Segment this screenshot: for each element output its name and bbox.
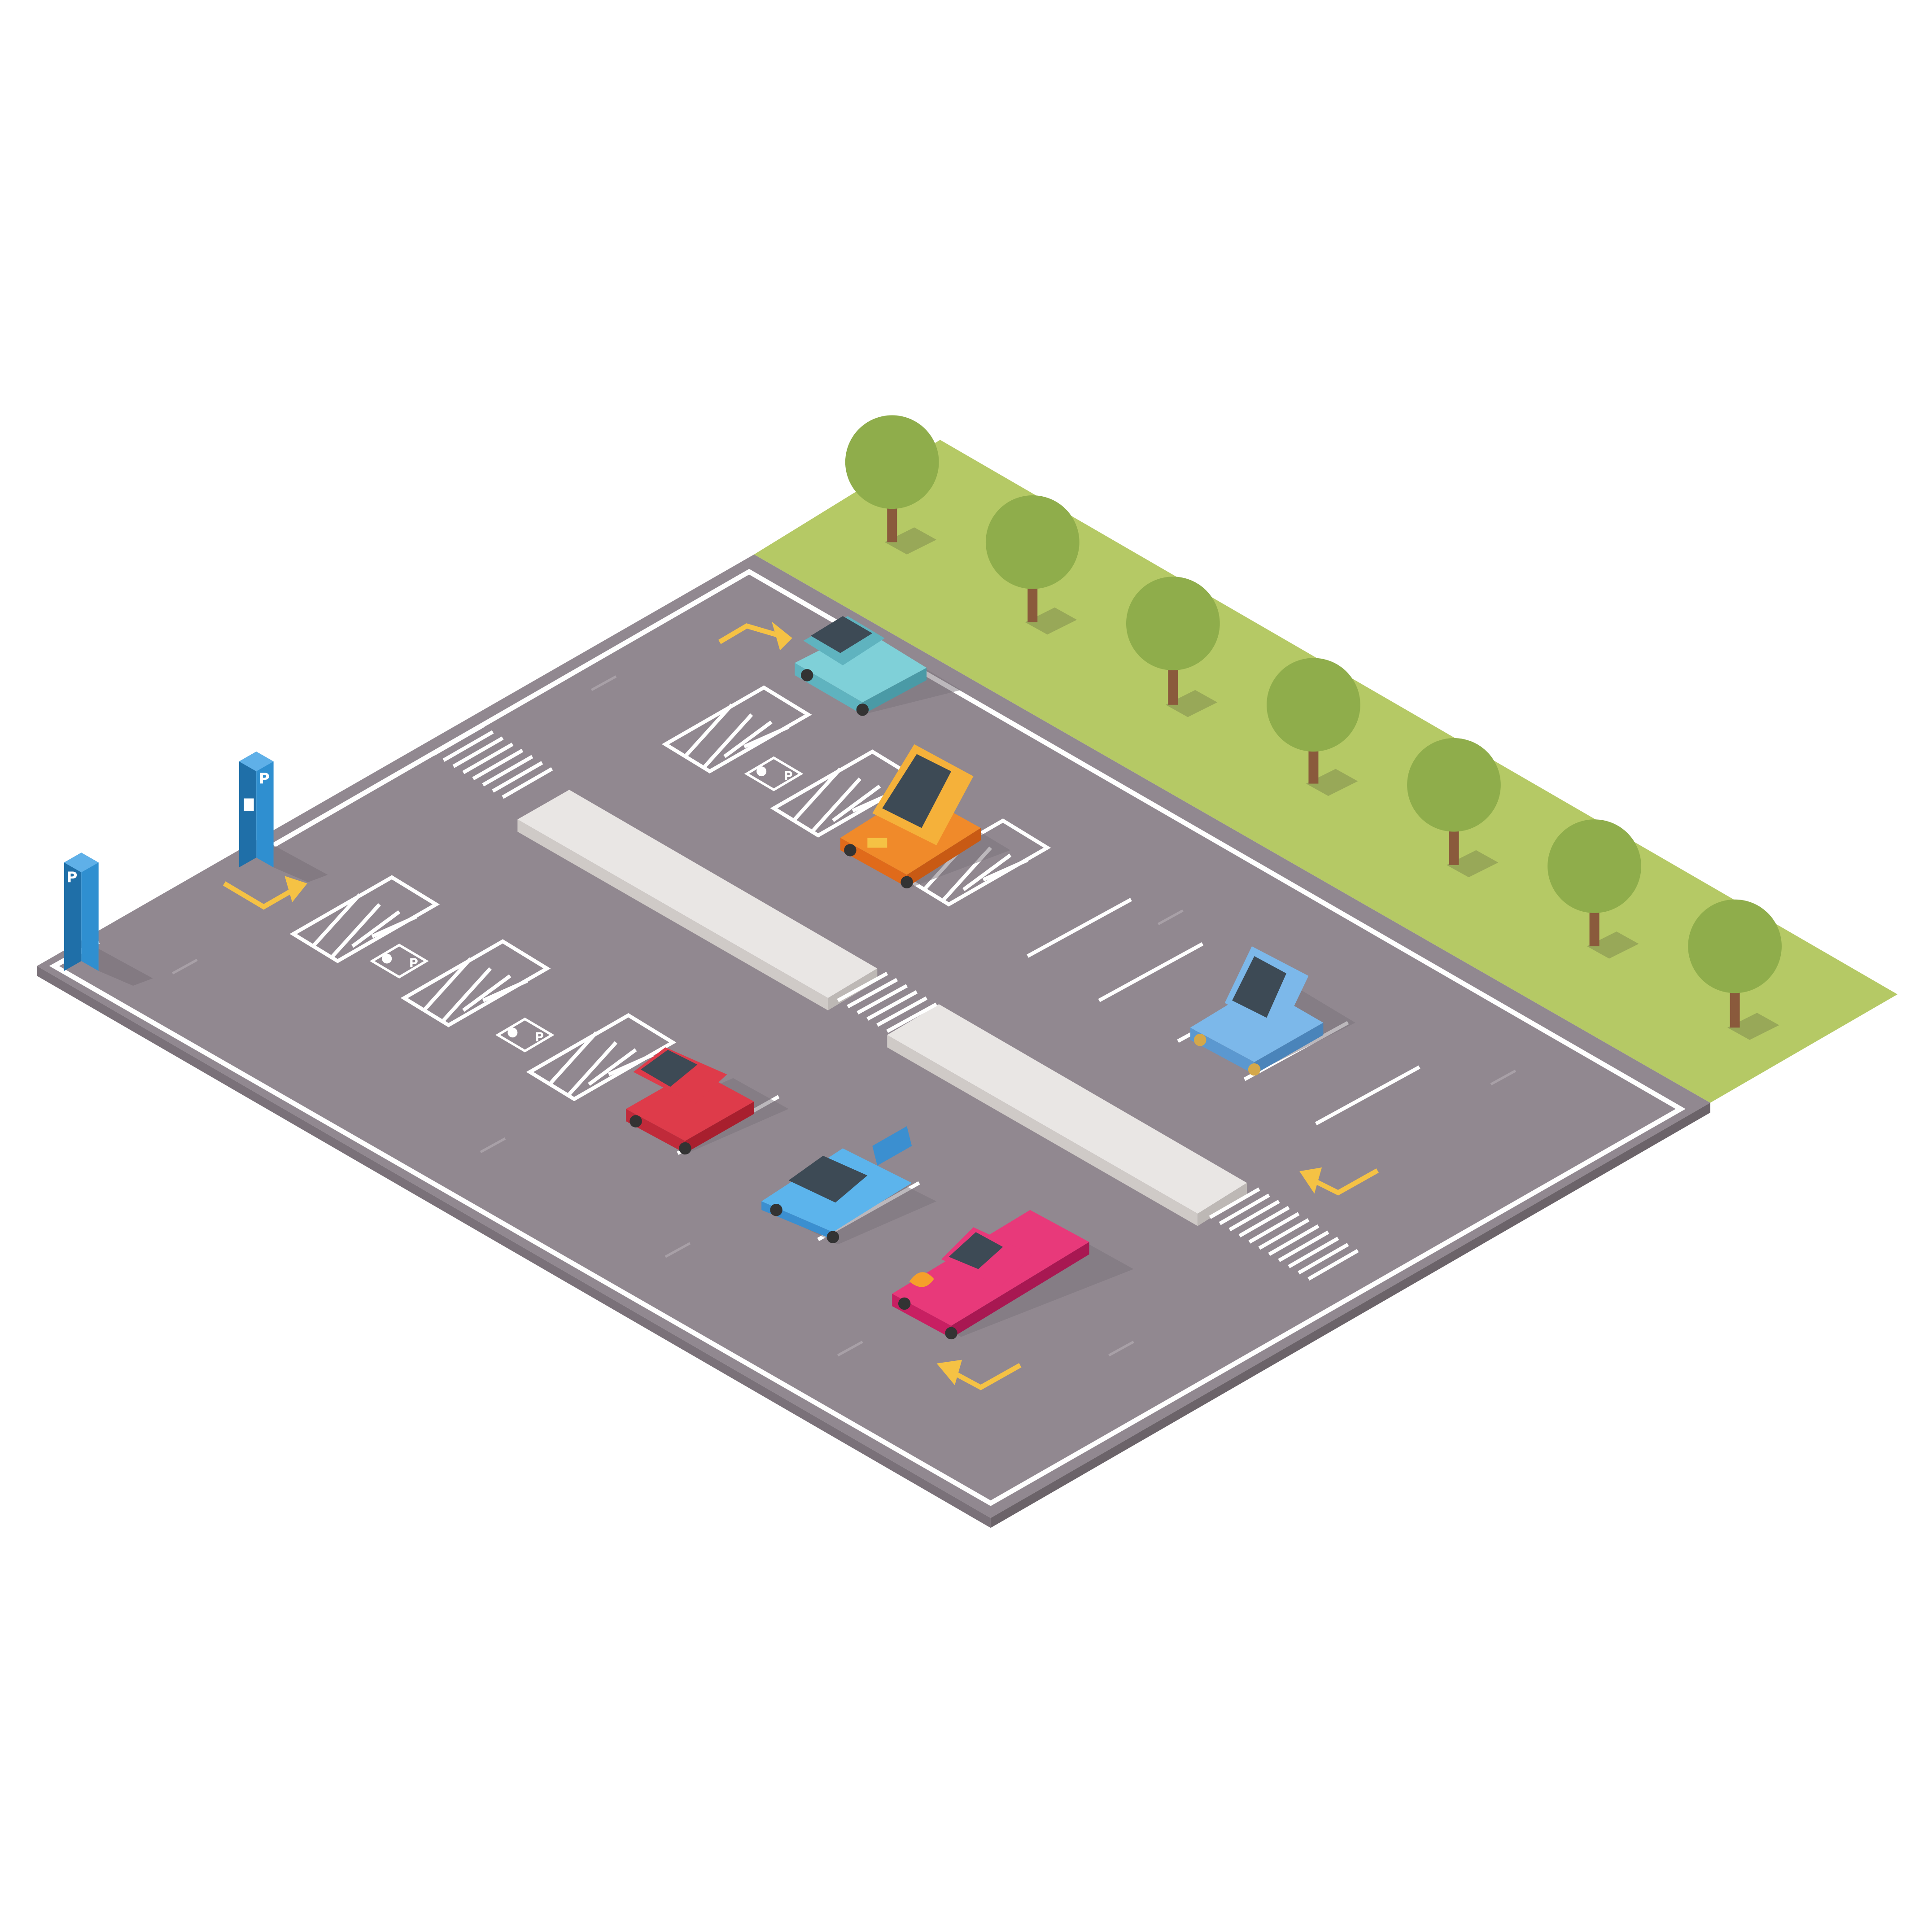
tree-4	[1267, 658, 1360, 796]
car-blue-sedan[interactable]	[1190, 946, 1355, 1076]
handicap-sign-3: P	[495, 1017, 555, 1053]
asphalt-lot	[37, 554, 1710, 1518]
crosswalk-middle	[837, 971, 938, 1033]
parking-sign-letter: P	[259, 770, 270, 787]
hatched-zone-4	[289, 875, 440, 963]
hatched-zone-5	[400, 939, 551, 1027]
wheelchair-icon	[507, 1027, 518, 1038]
svg-text:P: P	[784, 769, 793, 783]
car-blue-sportscar[interactable]	[761, 1126, 937, 1245]
asphalt-edge-right	[990, 1102, 1710, 1528]
tree-2	[985, 495, 1080, 635]
car-pink-classic[interactable]	[892, 1210, 1134, 1340]
crosswalk-bottom	[1209, 1187, 1359, 1281]
arrow-top	[718, 621, 792, 651]
car-teal-hatchback[interactable]	[795, 616, 962, 716]
perimeter-line	[49, 568, 1686, 1506]
arrow-left	[223, 876, 307, 910]
parking-sign-post-1: P	[64, 852, 153, 986]
asphalt-edge-left	[37, 966, 991, 1528]
tree-7	[1688, 899, 1782, 1040]
crosswalk-top	[433, 724, 553, 799]
hatched-zone-1	[661, 685, 812, 774]
tree-3	[1126, 577, 1220, 717]
wheelchair-icon	[382, 953, 392, 964]
parking-sign-letter: P	[66, 868, 77, 886]
lane-dashes	[172, 675, 1517, 1357]
ticket-slot-icon	[244, 798, 254, 811]
median-lower	[887, 1004, 1247, 1226]
arrow-right	[1299, 1167, 1379, 1196]
tree-5	[1407, 738, 1501, 878]
svg-text:P: P	[409, 957, 418, 970]
wheelchair-icon	[756, 766, 767, 777]
parking-sign-post-2: P	[239, 752, 328, 883]
tree-1	[845, 415, 939, 555]
car-red-jeep[interactable]	[626, 1047, 789, 1155]
arrow-bottom	[936, 1359, 1022, 1390]
tree-6	[1547, 819, 1641, 959]
svg-text:P: P	[535, 1031, 544, 1045]
car-orange-compact[interactable]	[840, 744, 1010, 888]
hatched-zone-6	[526, 1013, 677, 1102]
handicap-sign-1: P	[744, 756, 804, 791]
handicap-sign-2: P	[369, 944, 429, 979]
flame-decal-icon	[909, 1272, 934, 1287]
